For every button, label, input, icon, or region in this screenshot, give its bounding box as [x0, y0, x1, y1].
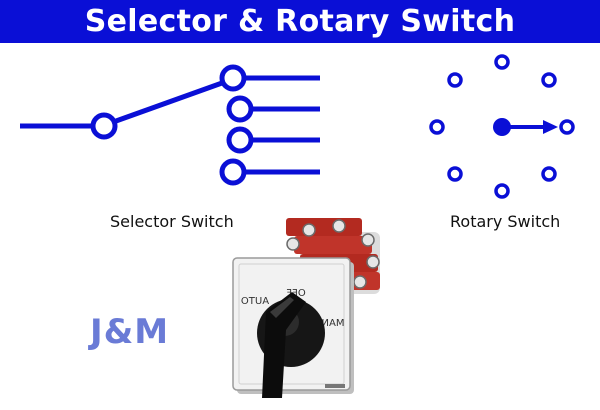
terminal-screws	[286, 219, 380, 289]
rotary-switch-caption: Rotary Switch	[450, 212, 561, 231]
front-plate-inner-border	[238, 263, 345, 385]
rotary-contact	[541, 72, 557, 88]
selector-output-contact	[226, 95, 254, 123]
cam-block	[294, 236, 372, 254]
terminal-screw	[286, 237, 300, 251]
knob-handle-shine	[270, 297, 294, 318]
selector-lever	[115, 80, 223, 124]
title-banner: Selector & Rotary Switch	[0, 0, 600, 43]
selector-pivot-contact	[90, 112, 118, 140]
terminal-screw	[332, 219, 346, 233]
rotary-rotor	[493, 118, 511, 136]
page-title: Selector & Rotary Switch	[84, 4, 516, 39]
knob-label-off: OFF	[286, 288, 306, 299]
rotary-switch-device: OFF AUTO MAN	[232, 218, 380, 398]
rotary-contact-active	[559, 119, 575, 135]
brand-logo: J&M	[90, 312, 170, 352]
rotary-contact	[429, 119, 445, 135]
rotary-contact	[494, 183, 510, 199]
terminal-screw	[361, 233, 375, 247]
rotary-contact	[447, 166, 463, 182]
selector-switch-diagram	[20, 64, 320, 186]
maker-label	[325, 384, 345, 388]
knob-label-auto: AUTO	[241, 296, 269, 307]
selector-output-contact	[219, 158, 247, 186]
rotary-pointer-arrowhead	[543, 120, 558, 134]
rotary-contact	[447, 72, 463, 88]
rotary-switch-diagram	[429, 54, 575, 199]
rotary-contact	[541, 166, 557, 182]
selector-output-contact-active	[219, 64, 247, 92]
cam-block	[286, 218, 362, 236]
terminal-screw	[302, 223, 316, 237]
rotary-contact	[494, 54, 510, 70]
knob-label-man: MAN	[322, 318, 345, 329]
selector-output-contact	[226, 126, 254, 154]
selector-switch-caption: Selector Switch	[110, 212, 234, 231]
terminal-screw	[366, 255, 380, 269]
knob-handle	[262, 292, 306, 398]
terminal-screw	[353, 275, 367, 289]
